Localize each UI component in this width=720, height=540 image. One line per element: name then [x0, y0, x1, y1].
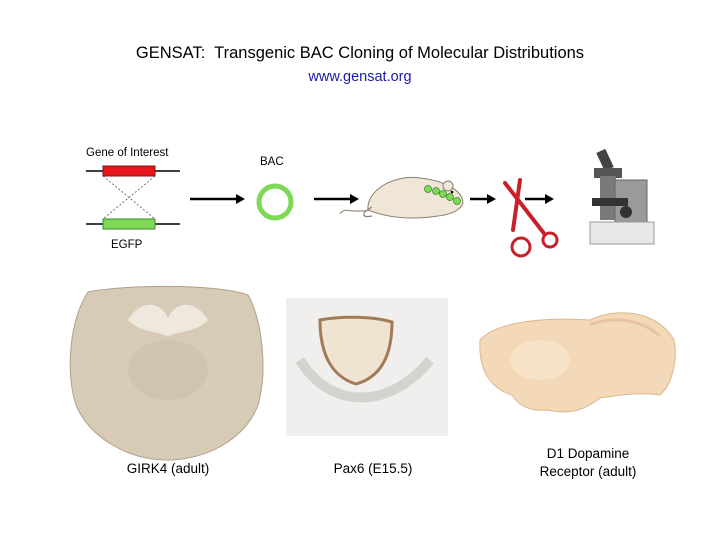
- bac-circle-icon: [256, 183, 294, 221]
- girk4-section-image: [69, 285, 264, 461]
- d1-dopamine-caption-line1: D1 Dopamine: [546, 446, 630, 461]
- girk4-caption: GIRK4 (adult): [126, 461, 210, 476]
- arrow-icon: [314, 194, 359, 204]
- arrow-icon: [190, 194, 245, 204]
- arrow-icon: [525, 194, 554, 204]
- gene-swap-icon: [86, 165, 180, 230]
- pax6-caption: Pax6 (E15.5): [333, 461, 413, 476]
- scissors-icon: [503, 178, 559, 258]
- gene-of-interest-label: Gene of Interest: [86, 147, 169, 159]
- mouse-icon: [339, 176, 464, 219]
- d1-dopamine-caption-line2: Receptor (adult): [539, 464, 637, 479]
- microscope-icon: [589, 148, 655, 245]
- pax6-section-image: [286, 298, 448, 436]
- d1-dopamine-section-image: [479, 312, 676, 413]
- bac-label: BAC: [260, 156, 284, 168]
- website-link[interactable]: www.gensat.org: [308, 69, 412, 85]
- egfp-label: EGFP: [111, 239, 143, 251]
- page-title: GENSAT: Transgenic BAC Cloning of Molecu…: [135, 44, 585, 62]
- arrow-icon: [470, 194, 496, 204]
